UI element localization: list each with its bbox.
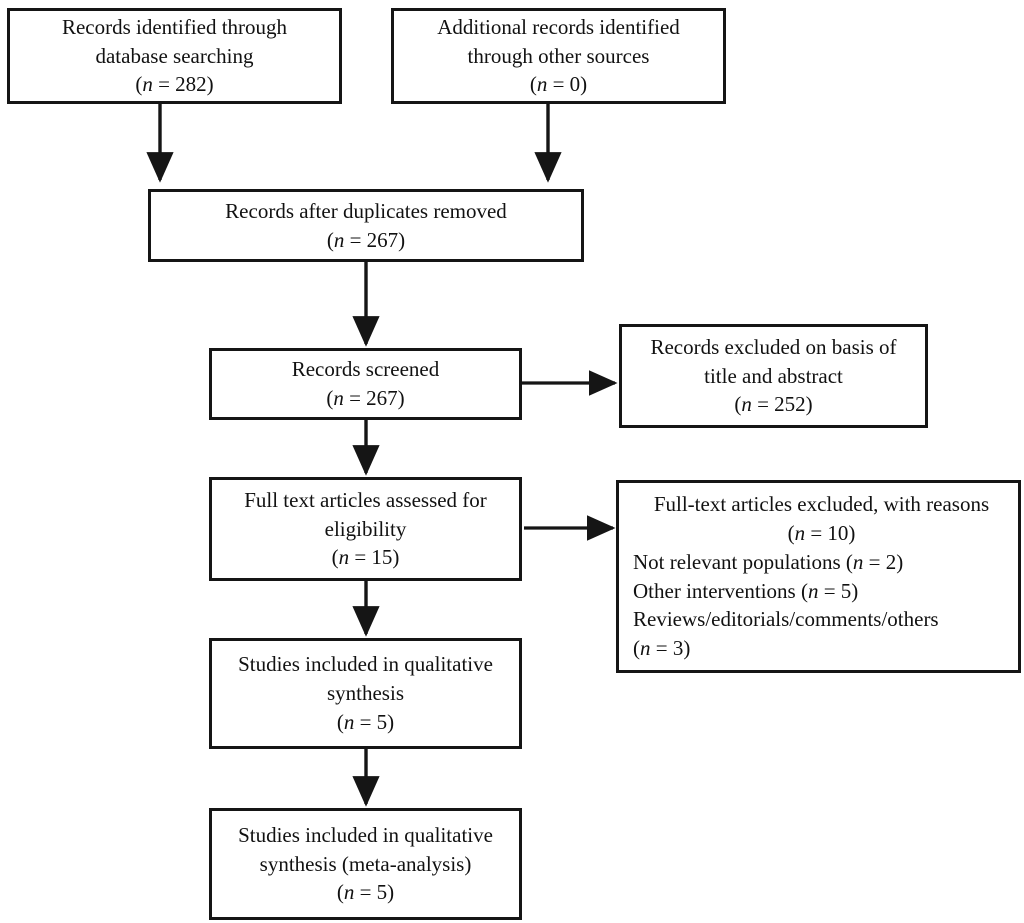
node-line-count: (n = 0)	[529, 72, 588, 97]
node-reason-line-count: (n = 3)	[633, 636, 691, 661]
node-reason-line: Reviews/editorials/comments/others	[633, 607, 939, 632]
node-line-count: (n = 5)	[336, 709, 395, 734]
node-line: Studies included in qualitative	[238, 822, 493, 847]
node-records-excluded: Records excluded on basis of title and a…	[619, 324, 928, 428]
node-line: Full text articles assessed for	[244, 487, 487, 512]
node-line: Records identified through	[61, 14, 288, 39]
node-line-count: (n = 282)	[135, 72, 214, 97]
node-line: database searching	[95, 43, 254, 68]
node-line: eligibility	[324, 516, 407, 541]
node-line-count: (n = 10)	[787, 520, 856, 545]
node-line-count: (n = 15)	[331, 545, 400, 570]
node-reason-line: Not relevant populations (n = 2)	[633, 549, 904, 574]
node-fulltext-excluded-reasons: Full-text articles excluded, with reason…	[616, 480, 1021, 673]
node-line: Full-text articles excluded, with reason…	[653, 491, 990, 516]
node-identified-database: Records identified through database sear…	[7, 8, 342, 104]
node-line: title and abstract	[704, 363, 843, 388]
node-duplicates-removed: Records after duplicates removed (n = 26…	[148, 189, 584, 262]
node-line-count: (n = 267)	[326, 386, 405, 410]
node-line-count: (n = 267)	[326, 227, 406, 252]
node-line: synthesis	[326, 681, 404, 706]
node-included-qualitative: Studies included in qualitative synthesi…	[209, 638, 522, 749]
node-line: Records excluded on basis of	[650, 334, 897, 359]
node-reason-line: Other interventions (n = 5)	[633, 578, 859, 603]
node-line: Studies included in qualitative	[238, 652, 493, 677]
node-identified-other-sources: Additional records identified through ot…	[391, 8, 726, 104]
node-line: Records screened	[291, 357, 440, 382]
node-line: Records after duplicates removed	[225, 198, 507, 223]
node-line: synthesis (meta-analysis)	[259, 851, 472, 876]
node-included-meta-analysis: Studies included in qualitative synthesi…	[209, 808, 522, 920]
node-line-count: (n = 5)	[336, 880, 395, 905]
node-fulltext-assessed: Full text articles assessed for eligibil…	[209, 477, 522, 581]
node-line: Additional records identified	[437, 14, 680, 39]
node-line-count: (n = 252)	[734, 392, 813, 417]
node-line: through other sources	[467, 43, 650, 68]
node-records-screened: Records screened (n = 267)	[209, 348, 522, 420]
